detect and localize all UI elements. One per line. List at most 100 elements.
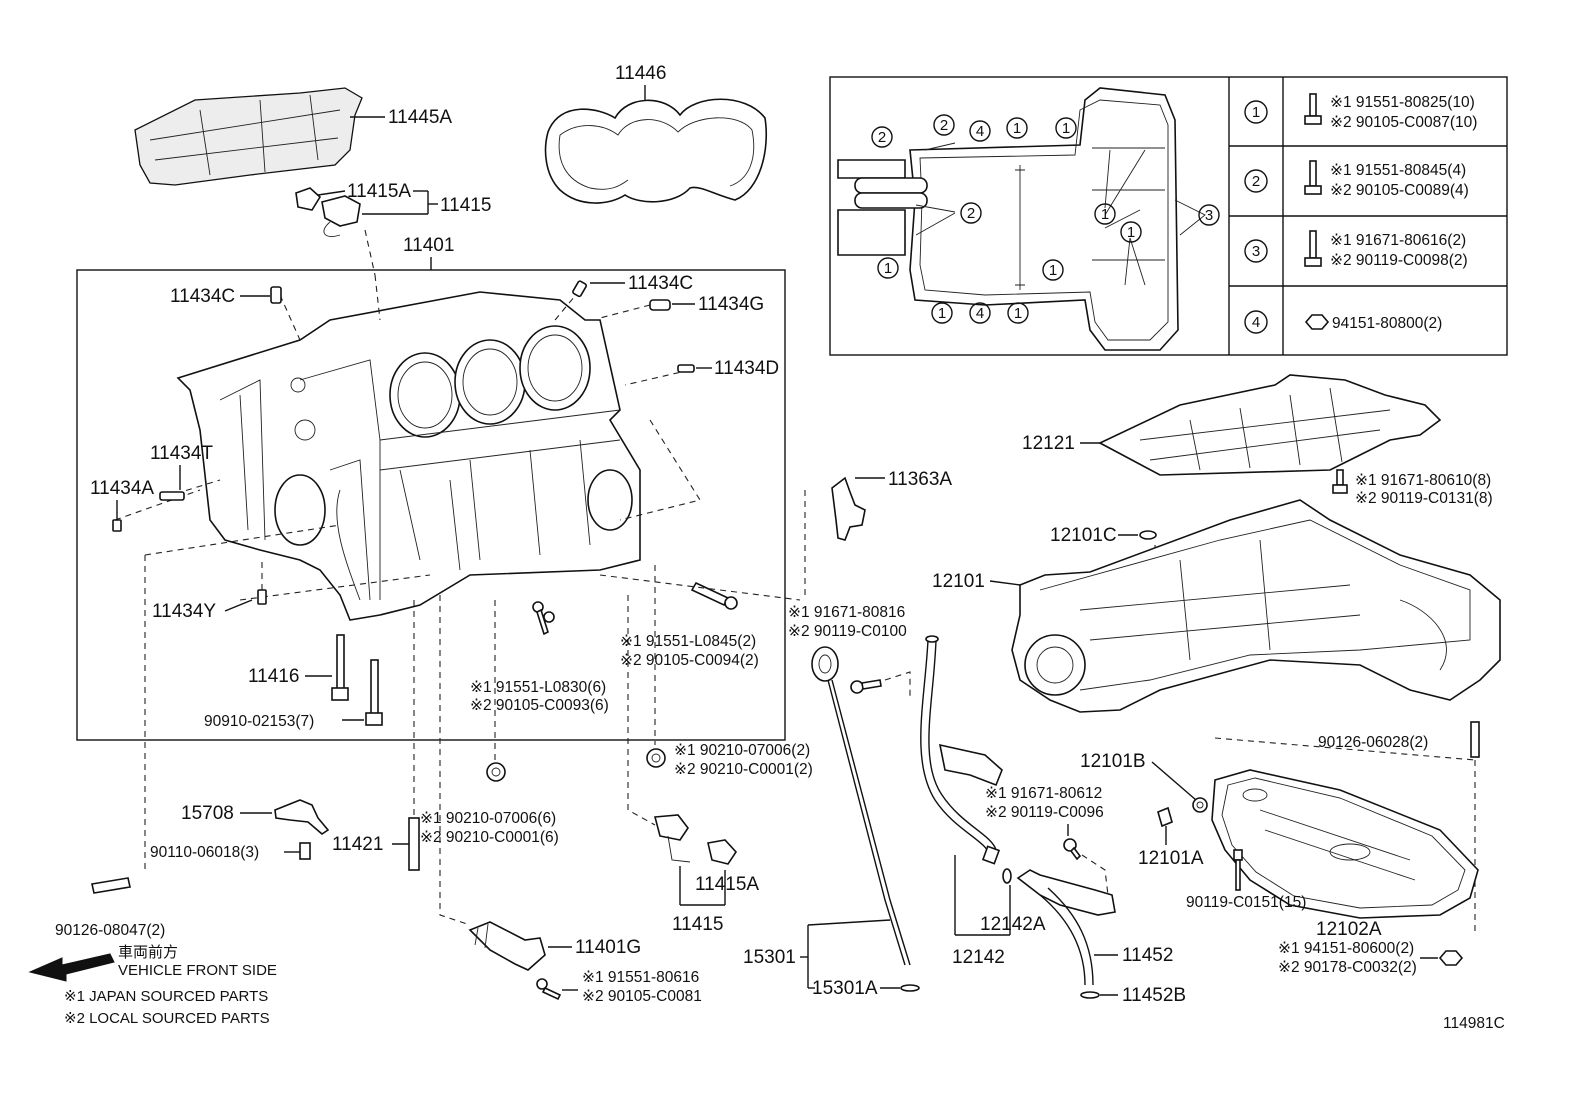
- gasket-a-jp: ※1 90210-07006(2): [674, 742, 810, 759]
- pin-11434g: [649, 299, 671, 311]
- label-12142: 12142: [952, 947, 1005, 968]
- bolt-12121-jp: ※1 91671-80610(8): [1355, 472, 1491, 489]
- sensor-11415a-top: [295, 187, 361, 237]
- oring-12142a: [1002, 868, 1012, 884]
- gasket-a-local: ※2 90210-C0001(2): [674, 761, 813, 778]
- label-11446: 11446: [615, 63, 666, 84]
- bolt-90119-c0151: [1233, 849, 1243, 891]
- bolt-l0830-jp: ※1 91551-L0830(6): [470, 679, 606, 696]
- bolt-12121: [1332, 469, 1348, 494]
- pin-11434c-right: [572, 280, 588, 298]
- label-15301a: 15301A: [812, 978, 878, 999]
- pin-11434c-left: [270, 286, 282, 304]
- oil-pan-cover-11445a: [134, 87, 363, 186]
- svg-text:2: 2: [967, 205, 975, 222]
- label-11415a-bottom: 11415A: [695, 874, 759, 895]
- bolt-l0845: [690, 581, 738, 610]
- bolt-80816-local: ※2 90119-C0100: [788, 623, 907, 640]
- bolt-80612: [1063, 838, 1082, 861]
- bolt-80616-local: ※2 90105-C0081: [582, 988, 702, 1005]
- table-row-1-num: 1: [1252, 104, 1260, 121]
- svg-text:4: 4: [976, 305, 984, 322]
- oring-12101c: [1139, 530, 1157, 540]
- label-11401: 11401: [403, 235, 454, 256]
- label-11434y: 11434Y: [152, 601, 216, 622]
- svg-text:1: 1: [938, 305, 946, 322]
- svg-text:2: 2: [878, 129, 886, 146]
- oil-pan-12102a: [1211, 769, 1479, 919]
- svg-text:3: 3: [1205, 207, 1213, 224]
- label-12101b: 12101B: [1080, 751, 1146, 772]
- label-11416: 11416: [248, 666, 299, 687]
- label-12142a: 12142A: [980, 914, 1046, 935]
- nut-80600-jp: ※1 94151-80600(2): [1278, 940, 1414, 957]
- legend-front-en: VEHICLE FRONT SIDE: [118, 962, 277, 979]
- label-90110: 90110-06018(3): [150, 844, 259, 861]
- label-11401g: 11401G: [575, 937, 641, 958]
- table-row-1-line1: ※1 91551-80825(10): [1330, 94, 1475, 111]
- sensor-11415-bottom: [653, 814, 738, 865]
- table-row-3-line1: ※1 91671-80616(2): [1330, 232, 1466, 249]
- label-90126-06028: 90126-06028(2): [1318, 734, 1428, 751]
- arrow-left-icon: [28, 953, 115, 982]
- bolt-icon: [1304, 160, 1322, 195]
- engine-block-11401: [176, 291, 641, 621]
- diagram-id: 114981C: [1443, 1015, 1505, 1032]
- label-90119-c0151: 90119-C0151(15): [1186, 894, 1306, 911]
- table-row-2-line2: ※2 90105-C0089(4): [1330, 182, 1469, 199]
- gasket-b-jp: ※1 90210-07006(6): [420, 810, 556, 827]
- label-11445a: 11445A: [388, 107, 452, 128]
- label-15708: 15708: [181, 803, 234, 824]
- oil-pan-12101: [1011, 499, 1501, 713]
- bracket-11363a: [831, 476, 866, 541]
- table-row-2-num: 2: [1252, 173, 1260, 190]
- label-11452: 11452: [1122, 945, 1173, 966]
- bolt-l0830: [532, 601, 555, 636]
- engine-block-box: [76, 269, 786, 741]
- bolt-l0830-local: ※2 90105-C0093(6): [470, 697, 609, 714]
- pin-11434t: [159, 491, 185, 501]
- label-15301: 15301: [743, 947, 796, 968]
- label-90910: 90910-02153(7): [204, 713, 314, 730]
- legend-front-jp: 車両前方: [118, 944, 178, 961]
- bolt-80612-jp: ※1 91671-80612: [985, 785, 1102, 802]
- inset-table: 1 ※1 91551-80825(10) ※2 90105-C0087(10) …: [1244, 93, 1477, 334]
- svg-text:1: 1: [1049, 262, 1057, 279]
- vehicle-front-arrow: [28, 953, 115, 982]
- label-11434d: 11434D: [714, 358, 779, 379]
- nut-80600: [1438, 950, 1464, 966]
- inset-callouts: 2 2 4 1 1 2 1 1 3 1 1 1 4 1: [871, 114, 1220, 324]
- label-11415-bottom: 11415: [672, 914, 723, 935]
- bolt-90110: [299, 842, 311, 860]
- label-12101c: 12101C: [1050, 525, 1117, 546]
- table-row-3-num: 3: [1252, 243, 1260, 260]
- label-12101: 12101: [932, 571, 985, 592]
- gasket-90210-6: [486, 762, 506, 782]
- label-11434g: 11434G: [698, 294, 764, 315]
- label-11434c-right: 11434C: [628, 273, 693, 294]
- table-row-4-num: 4: [1252, 314, 1260, 331]
- bolt-11416: [331, 634, 383, 726]
- bolt-icon: [1304, 93, 1322, 125]
- nut-80600-local: ※2 90178-C0032(2): [1278, 959, 1417, 976]
- label-11434t: 11434T: [150, 443, 213, 464]
- svg-text:1: 1: [1101, 206, 1109, 223]
- guide-tube-12142: [920, 635, 1003, 865]
- plug-12101a: [1157, 806, 1173, 828]
- bracket-15708: [274, 799, 330, 836]
- bolt-80612-local: ※2 90119-C0096: [985, 804, 1104, 821]
- label-12102a: 12102A: [1316, 919, 1382, 940]
- oring-15301a: [900, 984, 920, 992]
- legend-note1: ※1 JAPAN SOURCED PARTS: [64, 988, 268, 1005]
- bolt-l0845-local: ※2 90105-C0094(2): [620, 652, 759, 669]
- svg-text:2: 2: [940, 117, 948, 134]
- pin-11434d: [677, 364, 695, 373]
- svg-text:1: 1: [884, 260, 892, 277]
- table-row-2-line1: ※1 91551-80845(4): [1330, 162, 1466, 179]
- gasket-b-local: ※2 90210-C0001(6): [420, 829, 559, 846]
- bolt-80816-jp: ※1 91671-80816: [788, 604, 905, 621]
- sensor-11401g: [468, 921, 546, 971]
- gasket-90210-2: [646, 748, 666, 768]
- label-11363a: 11363A: [888, 469, 952, 490]
